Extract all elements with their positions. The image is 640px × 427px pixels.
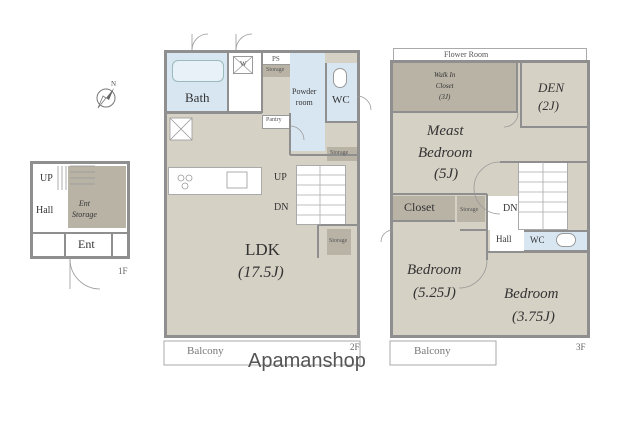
w-label: W xyxy=(240,60,247,68)
master-size-label: (5J) xyxy=(434,166,459,182)
2f-up-label: UP xyxy=(274,172,287,183)
2f-balcony-label: Balcony xyxy=(187,345,224,357)
walk-in-closet-label: Walk In Closet (3J) xyxy=(434,71,456,101)
den-size-label: (2J) xyxy=(538,98,559,113)
2f-floor-label: 2F xyxy=(350,342,360,352)
wc-2f-label: WC xyxy=(332,94,350,106)
ldk-size-label: (17.5J) xyxy=(238,264,284,281)
flower-room-label: Flower Room xyxy=(444,50,489,59)
bedroom-2-label: Bedroom xyxy=(504,286,559,302)
powder-room xyxy=(290,53,325,151)
north-label: N xyxy=(111,80,117,88)
bedroom-1-size-label: (5.25J) xyxy=(413,285,456,301)
watermark-logo: Apamanshop xyxy=(248,350,366,372)
den-label: DEN xyxy=(538,80,564,95)
bath-label: Bath xyxy=(185,90,210,105)
powder-room-label: Powder room xyxy=(292,87,317,107)
pantry-label: Pantry xyxy=(266,117,282,123)
north-compass-icon: N xyxy=(92,80,122,112)
3f-floor-label: 3F xyxy=(576,342,586,352)
closet-label: Closet xyxy=(404,200,435,214)
1f-up-label: UP xyxy=(40,173,53,184)
ldk-label: LDK xyxy=(245,240,280,259)
3f-hall-label: Hall xyxy=(496,234,512,244)
walk-in-closet xyxy=(393,63,518,113)
storage-mid-label: Storage xyxy=(330,150,349,156)
master-bedroom-label: Meast Bedroom xyxy=(418,123,473,161)
closet-room xyxy=(393,196,455,222)
1f-storage-label: Ent Storage xyxy=(72,199,97,219)
ent-storage-room xyxy=(68,166,126,228)
3f-dn-label: DN xyxy=(503,203,518,214)
1f-ent-label: Ent xyxy=(78,237,95,251)
den-room xyxy=(520,63,587,128)
2f-dn-label: DN xyxy=(274,202,289,213)
1f-floor-label: 1F xyxy=(118,266,128,276)
1f-hall-label: Hall xyxy=(36,205,54,216)
storage-top-label: Storage xyxy=(266,67,285,73)
storage-low-label: Storage xyxy=(329,238,348,244)
3f-storage-label: Storage xyxy=(460,207,479,213)
bedroom-2-size-label: (3.75J) xyxy=(512,309,555,325)
3f-balcony-label: Balcony xyxy=(414,345,451,357)
wc-3f-label: WC xyxy=(530,235,545,245)
bedroom-1-label: Bedroom xyxy=(407,262,462,278)
ps-label: PS xyxy=(272,55,280,63)
